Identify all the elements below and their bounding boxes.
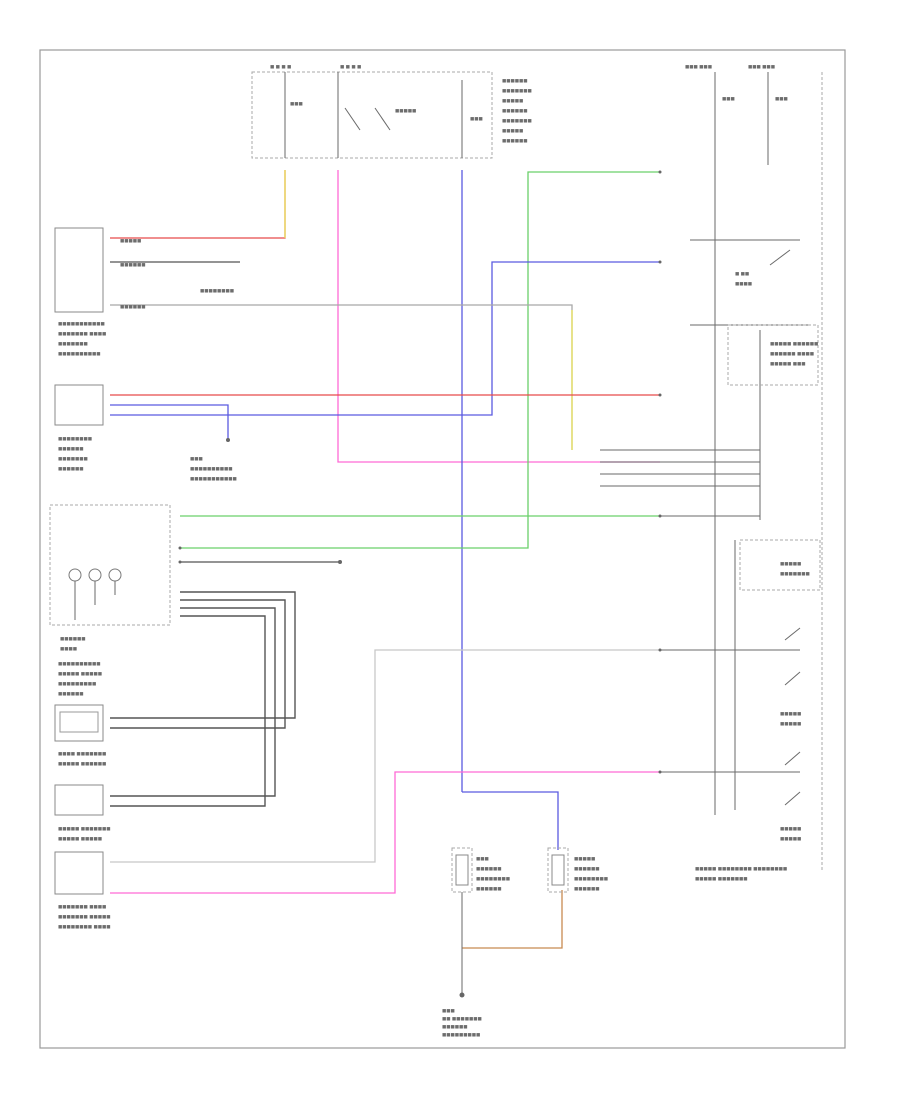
- combination-meter: ■■■■■■■■■■■ ■■■■■■■ ■■■■ ■■■■■■■ ■■■■■■■…: [54, 227, 234, 357]
- svg-text:■■■■■■■■: ■■■■■■■■: [574, 877, 608, 882]
- ground-point: ■■■ ■■ ■■■■■■■ ■■■■■■ ■■■■■■■■■: [442, 948, 482, 1038]
- diagram-frame: [39, 49, 846, 1049]
- svg-text:■■■■■■: ■■■■■■: [502, 79, 528, 84]
- svg-text:■■■■■■: ■■■■■■: [120, 305, 146, 310]
- gray-wire-lower: [110, 649, 660, 863]
- mirror-switch-harness: [110, 591, 296, 807]
- svg-text:■■ ■■■■■■■: ■■ ■■■■■■■: [442, 1017, 482, 1022]
- orange-wire-heaters: [462, 890, 563, 949]
- svg-text:■■■■■■: ■■■■■■: [476, 887, 502, 892]
- svg-text:■■■■■ ■■■: ■■■■■ ■■■: [770, 362, 805, 367]
- red-wire-meter: [110, 170, 286, 239]
- svg-text:■■■■■: ■■■■■: [574, 857, 595, 862]
- svg-text:■■■■■■■■ ■■■■: ■■■■■■■■ ■■■■: [58, 925, 110, 930]
- gray-wire-meter: [110, 304, 573, 450]
- svg-text:■■■■■■■■■: ■■■■■■■■■: [442, 1033, 480, 1038]
- svg-text:■■■■■■■ ■■■■: ■■■■■■■ ■■■■: [58, 905, 106, 910]
- svg-text:■ ■ ■ ■: ■ ■ ■ ■: [340, 65, 361, 70]
- svg-text:■■■■■ ■■■■■: ■■■■■ ■■■■■: [58, 672, 102, 677]
- right-mirror-heater: ■■■■■ ■■■■■■ ■■■■■■■■ ■■■■■■: [547, 847, 608, 893]
- svg-text:■■■■■■: ■■■■■■: [502, 109, 528, 114]
- svg-text:■■■■: ■■■■: [735, 282, 752, 287]
- svg-text:■■■■■■: ■■■■■■: [58, 467, 84, 472]
- svg-text:■ ■■: ■ ■■: [735, 272, 749, 277]
- svg-text:■■■■■■■: ■■■■■■■: [58, 342, 88, 347]
- svg-text:■■■■■: ■■■■■: [502, 99, 523, 104]
- left-mirror-heater: ■■■ ■■■■■■ ■■■■■■■■ ■■■■■■: [451, 847, 510, 948]
- svg-text:■■■■■■: ■■■■■■: [574, 867, 600, 872]
- svg-text:■■■■ ■■■■■■■: ■■■■ ■■■■■■■: [58, 752, 106, 757]
- svg-text:■■■■■■: ■■■■■■: [442, 1025, 468, 1030]
- svg-text:■■■■■■ ■■■■: ■■■■■■ ■■■■: [770, 352, 814, 357]
- svg-text:■■■■■■■■■■: ■■■■■■■■■■: [58, 352, 101, 357]
- svg-text:■■■■■ ■■■■■■■: ■■■■■ ■■■■■■■: [58, 827, 110, 832]
- left-mirror-switch: ■■■■ ■■■■■■■ ■■■■■ ■■■■■■: [54, 704, 106, 767]
- right-bus-lines: [600, 330, 800, 810]
- svg-text:■■■■■ ■■■■■■■■ ■■■■■■■■: ■■■■■ ■■■■■■■■ ■■■■■■■■: [695, 867, 787, 872]
- pink-wire-main: [337, 170, 660, 463]
- combination-switch: ■■■■■■ ■■■■ ■■■■■■■■■■ ■■■■■ ■■■■■ ■■■■■…: [49, 504, 171, 697]
- svg-text:■■■■■■: ■■■■■■: [502, 139, 528, 144]
- svg-text:■■■: ■■■: [470, 117, 483, 122]
- svg-text:■■■: ■■■: [190, 457, 203, 462]
- svg-text:■■■■■: ■■■■■: [780, 827, 801, 832]
- svg-text:■■■■■ ■■■■■: ■■■■■ ■■■■■: [58, 837, 102, 842]
- svg-text:■■■■■ ■■■■■■: ■■■■■ ■■■■■■: [58, 762, 106, 767]
- svg-text:■■■■■: ■■■■■: [395, 109, 416, 114]
- svg-text:■■■■■■■: ■■■■■■■: [780, 572, 810, 577]
- svg-text:■■■: ■■■: [442, 1009, 455, 1014]
- svg-text:■■■■■■■■: ■■■■■■■■: [476, 877, 510, 882]
- svg-text:■■■: ■■■: [290, 102, 303, 107]
- connector-dots: [178, 170, 662, 774]
- svg-text:■■■■■■■ ■■■■: ■■■■■■■ ■■■■: [58, 332, 106, 337]
- svg-text:■■■ ■■■: ■■■ ■■■: [748, 65, 775, 70]
- fuse-relay-box-top: ■ ■ ■ ■ ■ ■ ■ ■ ■■■ ■■■■■ ■■■ ■■■■■■ ■■■…: [251, 65, 532, 159]
- svg-text:■■■■■: ■■■■■: [120, 239, 141, 244]
- svg-text:■■■ ■■■: ■■■ ■■■: [685, 65, 712, 70]
- blue-wire-defogger: [110, 404, 229, 440]
- svg-text:■■■■■■: ■■■■■■: [574, 887, 600, 892]
- svg-text:■■■■■■■: ■■■■■■■: [58, 457, 88, 462]
- svg-text:■■■■■■■: ■■■■■■■: [502, 119, 532, 124]
- right-mirror-switch: ■■■■■ ■■■■■■■ ■■■■■ ■■■■■: [54, 784, 110, 842]
- svg-text:■■■■■■■■■■: ■■■■■■■■■■: [58, 662, 101, 667]
- svg-text:■■■■■■■■■■■: ■■■■■■■■■■■: [58, 322, 105, 327]
- green-wire-top: [180, 171, 660, 549]
- svg-text:■■■■■■: ■■■■■■: [58, 692, 84, 697]
- svg-text:■■■■■■■■■: ■■■■■■■■■: [58, 682, 96, 687]
- svg-text:■■■■■■■: ■■■■■■■: [502, 89, 532, 94]
- svg-text:■■■■■■: ■■■■■■: [58, 447, 84, 452]
- relay-mirror-heater: ■■■■■ ■■■■■■■ ■■■■■ ■■■■■ ■■■■■ ■■■■■ ■■…: [695, 539, 821, 882]
- svg-text:■■■■■■■■: ■■■■■■■■: [200, 289, 234, 294]
- blue-wire-right: [110, 261, 660, 416]
- svg-text:■■■■■: ■■■■■: [780, 837, 801, 842]
- svg-text:■■■■■■: ■■■■■■: [476, 867, 502, 872]
- relay-rear-defogger: ■ ■■ ■■■■ ■■■■■ ■■■■■■ ■■■■■■ ■■■■ ■■■■■…: [690, 239, 819, 386]
- svg-text:■■■■■■: ■■■■■■: [120, 263, 146, 268]
- svg-text:■■■■■ ■■■■■■: ■■■■■ ■■■■■■: [770, 342, 818, 347]
- blue-wire-heaters: [462, 791, 559, 850]
- svg-text:■■■■■: ■■■■■: [780, 712, 801, 717]
- svg-text:■■■: ■■■: [476, 857, 489, 862]
- svg-text:■■■■: ■■■■: [60, 647, 77, 652]
- svg-text:■■■■■ ■■■■■■■: ■■■■■ ■■■■■■■: [695, 877, 747, 882]
- svg-text:■ ■ ■ ■: ■ ■ ■ ■: [270, 65, 291, 70]
- svg-text:■■■■■: ■■■■■: [780, 722, 801, 727]
- power-mirror-switch: ■■■■■■■ ■■■■ ■■■■■■■ ■■■■■ ■■■■■■■■ ■■■■: [54, 851, 110, 930]
- pink-wire-lower: [110, 771, 660, 894]
- svg-text:■■■■■■■■■■■: ■■■■■■■■■■■: [190, 477, 237, 482]
- svg-text:■■■■■■■■■■: ■■■■■■■■■■: [190, 467, 233, 472]
- svg-text:■■■■■■■■: ■■■■■■■■: [58, 437, 92, 442]
- fuse-box-top-right: ■■■ ■■■ ■■■ ■■■ ■■■ ■■■: [685, 65, 823, 870]
- svg-text:■■■: ■■■: [775, 97, 788, 102]
- svg-text:■■■: ■■■: [722, 97, 735, 102]
- svg-text:■■■■■: ■■■■■: [780, 562, 801, 567]
- svg-text:■■■■■■: ■■■■■■: [60, 637, 86, 642]
- svg-text:■■■■■: ■■■■■: [502, 129, 523, 134]
- rear-defogger-switch: ■■■■■■■■ ■■■■■■ ■■■■■■■ ■■■■■■ ■■■ ■■■■■…: [54, 384, 237, 482]
- svg-text:■■■■■■■ ■■■■■: ■■■■■■■ ■■■■■: [58, 915, 110, 920]
